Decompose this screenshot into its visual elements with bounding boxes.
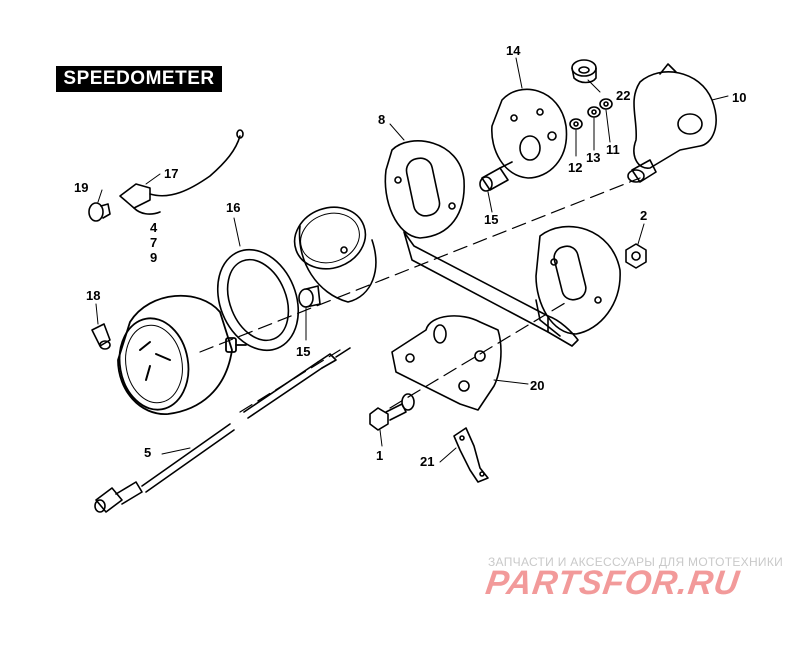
grommet [571, 59, 597, 84]
callout-15-upper: 15 [484, 212, 498, 227]
callout-18: 18 [86, 288, 100, 303]
lamp-socket [119, 129, 244, 215]
watermark-tagline: ЗАПЧАСТИ И АКСЕССУАРЫ ДЛЯ МОТОТЕХНИКИ [488, 555, 784, 569]
callout-1: 1 [376, 448, 383, 463]
callout-17: 17 [164, 166, 178, 181]
bolt [369, 393, 415, 431]
cup-housing [293, 206, 377, 303]
callout-22: 22 [616, 88, 630, 103]
bushing-lower [298, 285, 321, 308]
callout-5: 5 [144, 445, 151, 460]
callout-10: 10 [732, 90, 746, 105]
callout-15-lower: 15 [296, 344, 310, 359]
callout-14: 14 [506, 43, 521, 58]
mounting-bracket-front [384, 140, 579, 347]
back-plate [491, 88, 568, 179]
callout-13: 13 [586, 150, 600, 165]
callout-4: 4 [150, 220, 158, 235]
leader-lines [95, 57, 729, 463]
assembly-axis-lines [199, 177, 641, 413]
callout-19: 19 [74, 180, 88, 195]
watermark-logo: PARTSFOR.RU [483, 564, 786, 604]
mounting-plate-rear [535, 225, 621, 337]
speedometer-head [117, 294, 247, 415]
gasket-ring [216, 248, 300, 352]
watermark-logo-text: PARTSFOR.RU [483, 564, 743, 602]
drive-housing [627, 63, 717, 183]
speedometer-cable [94, 347, 351, 513]
callout-9: 9 [150, 250, 157, 265]
bracket-clip [453, 427, 489, 483]
washers [569, 98, 613, 130]
callout-12: 12 [568, 160, 582, 175]
cable-fitting-upper [479, 161, 513, 192]
diagram-title: SPEEDOMETER [56, 66, 222, 92]
callout-11: 11 [606, 142, 620, 157]
callout-21: 21 [420, 454, 434, 469]
lower-bracket [391, 315, 502, 411]
lamp-bulb [88, 202, 111, 222]
callout-7: 7 [150, 235, 157, 250]
callout-16: 16 [226, 200, 240, 215]
callout-2: 2 [640, 208, 647, 223]
callout-20: 20 [530, 378, 544, 393]
indicator-bulb [91, 323, 111, 350]
hex-nut [625, 243, 647, 269]
callout-8: 8 [378, 112, 385, 127]
